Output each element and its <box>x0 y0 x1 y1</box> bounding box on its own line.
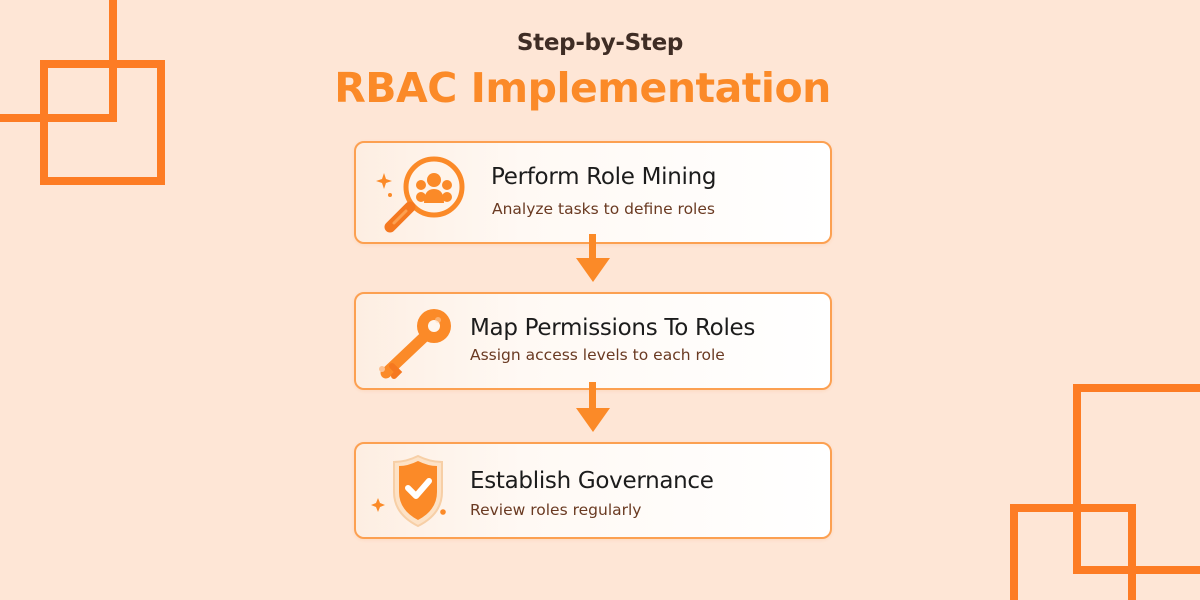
key-icon <box>379 309 451 379</box>
step-description: Analyze tasks to define roles <box>492 200 715 218</box>
step-card-map-permissions: Map Permissions To Roles Assign access l… <box>354 292 832 390</box>
arrow-down-icon <box>576 234 610 282</box>
decor-line-vertical-top-left <box>109 0 117 122</box>
page-subtitle: Step-by-Step <box>516 30 684 56</box>
step-card-role-mining: Perform Role Mining Analyze tasks to def… <box>354 141 832 244</box>
decor-square-bottom-right-small <box>1010 504 1136 600</box>
arrow-down-icon <box>576 382 610 432</box>
step-title: Map Permissions To Roles <box>470 315 756 341</box>
step-description: Review roles regularly <box>470 501 642 519</box>
decor-square-bottom-right-large <box>1073 384 1200 574</box>
step-description: Assign access levels to each role <box>470 346 725 364</box>
page-title: RBAC Implementation <box>334 64 831 112</box>
decor-line-horizontal-top-left <box>0 114 117 122</box>
shield-check-icon <box>371 454 446 528</box>
magnifier-users-icon <box>376 156 465 233</box>
step-title: Establish Governance <box>470 468 714 494</box>
step-title: Perform Role Mining <box>491 164 717 190</box>
step-card-governance: Establish Governance Review roles regula… <box>354 442 832 539</box>
decor-square-top-left <box>40 60 165 185</box>
